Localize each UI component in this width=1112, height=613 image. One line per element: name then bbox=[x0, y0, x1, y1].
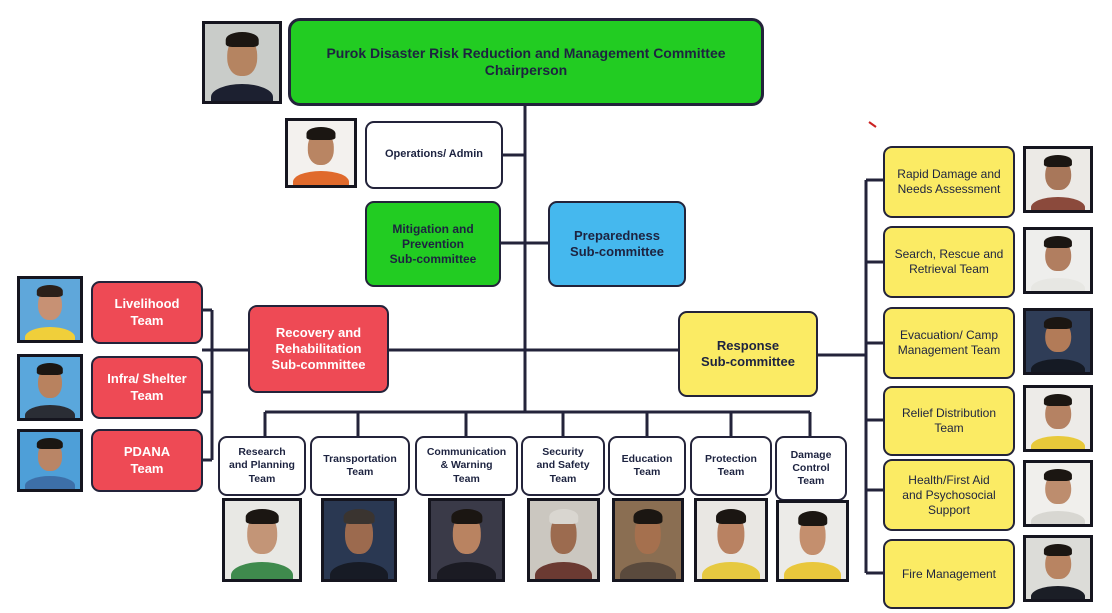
protection-team-photo bbox=[694, 498, 768, 582]
livelihood-team-photo bbox=[17, 276, 83, 343]
search-rescue-team-label: Search, Rescue and Retrieval Team bbox=[894, 247, 1004, 276]
search-rescue-team-photo bbox=[1023, 227, 1093, 294]
evacuation-team-photo bbox=[1023, 308, 1093, 375]
health-first-aid-team-label: Health/First Aid and Psychosocial Suppor… bbox=[902, 472, 996, 517]
health-first-aid-team-box: Health/First Aid and Psychosocial Suppor… bbox=[883, 459, 1015, 531]
operations-admin-label: Operations/ Admin bbox=[385, 148, 483, 161]
pdana-team-box: PDANA Team bbox=[91, 429, 203, 492]
chairperson-label: Purok Disaster Risk Reduction and Manage… bbox=[326, 44, 726, 79]
infra-shelter-team-photo bbox=[17, 354, 83, 421]
rapid-damage-team-label: Rapid Damage and Needs Assessment bbox=[897, 167, 1001, 196]
relief-distribution-team-box: Relief Distribution Team bbox=[883, 386, 1015, 456]
protection-team-label: Protection Team bbox=[705, 452, 757, 478]
recovery-rehabilitation-label: Recovery and Rehabilitation Sub-committe… bbox=[271, 324, 366, 373]
preparedness-box: Preparedness Sub-committee bbox=[548, 201, 686, 287]
research-planning-team-photo bbox=[222, 498, 302, 582]
rapid-damage-team-box: Rapid Damage and Needs Assessment bbox=[883, 146, 1015, 218]
education-team-label: Education Team bbox=[621, 452, 673, 478]
mitigation-prevention-box: Mitigation and Prevention Sub-committee bbox=[365, 201, 501, 287]
security-safety-team-box: Security and Safety Team bbox=[521, 436, 605, 496]
transportation-team-photo bbox=[321, 498, 397, 582]
education-team-photo bbox=[612, 498, 684, 582]
livelihood-team-label: Livelihood Team bbox=[114, 296, 180, 328]
chairperson-photo bbox=[202, 21, 282, 104]
operations-admin-photo bbox=[285, 118, 357, 188]
pdana-team-label: PDANA Team bbox=[123, 444, 171, 476]
communication-warning-team-photo bbox=[428, 498, 505, 582]
communication-warning-team-label: Communication & Warning Team bbox=[426, 446, 507, 485]
response-subcommittee-box: Response Sub-committee bbox=[678, 311, 818, 397]
security-safety-team-photo bbox=[527, 498, 600, 582]
damage-control-team-label: Damage Control Team bbox=[790, 448, 832, 488]
infra-shelter-team-box: Infra/ Shelter Team bbox=[91, 356, 203, 419]
fire-management-team-photo bbox=[1023, 535, 1093, 602]
transportation-team-box: Transportation Team bbox=[310, 436, 410, 496]
evacuation-team-box: Evacuation/ Camp Management Team bbox=[883, 307, 1015, 379]
recovery-rehabilitation-box: Recovery and Rehabilitation Sub-committe… bbox=[248, 305, 389, 393]
relief-distribution-team-label: Relief Distribution Team bbox=[901, 406, 997, 435]
relief-distribution-team-photo bbox=[1023, 385, 1093, 452]
response-subcommittee-label: Response Sub-committee bbox=[701, 337, 795, 369]
damage-control-team-box: Damage Control Team bbox=[775, 436, 847, 501]
livelihood-team-box: Livelihood Team bbox=[91, 281, 203, 344]
damage-control-team-photo bbox=[776, 500, 849, 582]
rapid-damage-team-photo bbox=[1023, 146, 1093, 213]
infra-shelter-team-label: Infra/ Shelter Team bbox=[107, 371, 187, 403]
research-planning-team-box: Research and Planning Team bbox=[218, 436, 306, 496]
health-first-aid-team-photo bbox=[1023, 460, 1093, 527]
communication-warning-team-box: Communication & Warning Team bbox=[415, 436, 518, 496]
transportation-team-label: Transportation Team bbox=[323, 452, 397, 478]
chairperson-box: Purok Disaster Risk Reduction and Manage… bbox=[288, 18, 764, 106]
evacuation-team-label: Evacuation/ Camp Management Team bbox=[897, 328, 1001, 357]
mitigation-prevention-label: Mitigation and Prevention Sub-committee bbox=[389, 221, 477, 266]
protection-team-box: Protection Team bbox=[690, 436, 772, 496]
security-safety-team-label: Security and Safety Team bbox=[536, 446, 590, 485]
search-rescue-team-box: Search, Rescue and Retrieval Team bbox=[883, 226, 1015, 298]
operations-admin-box: Operations/ Admin bbox=[365, 121, 503, 189]
education-team-box: Education Team bbox=[608, 436, 686, 496]
research-planning-team-label: Research and Planning Team bbox=[229, 446, 295, 485]
fire-management-team-box: Fire Management bbox=[883, 539, 1015, 609]
fire-management-team-label: Fire Management bbox=[901, 566, 997, 581]
pdana-team-photo bbox=[17, 429, 83, 492]
preparedness-label: Preparedness Sub-committee bbox=[570, 227, 664, 259]
